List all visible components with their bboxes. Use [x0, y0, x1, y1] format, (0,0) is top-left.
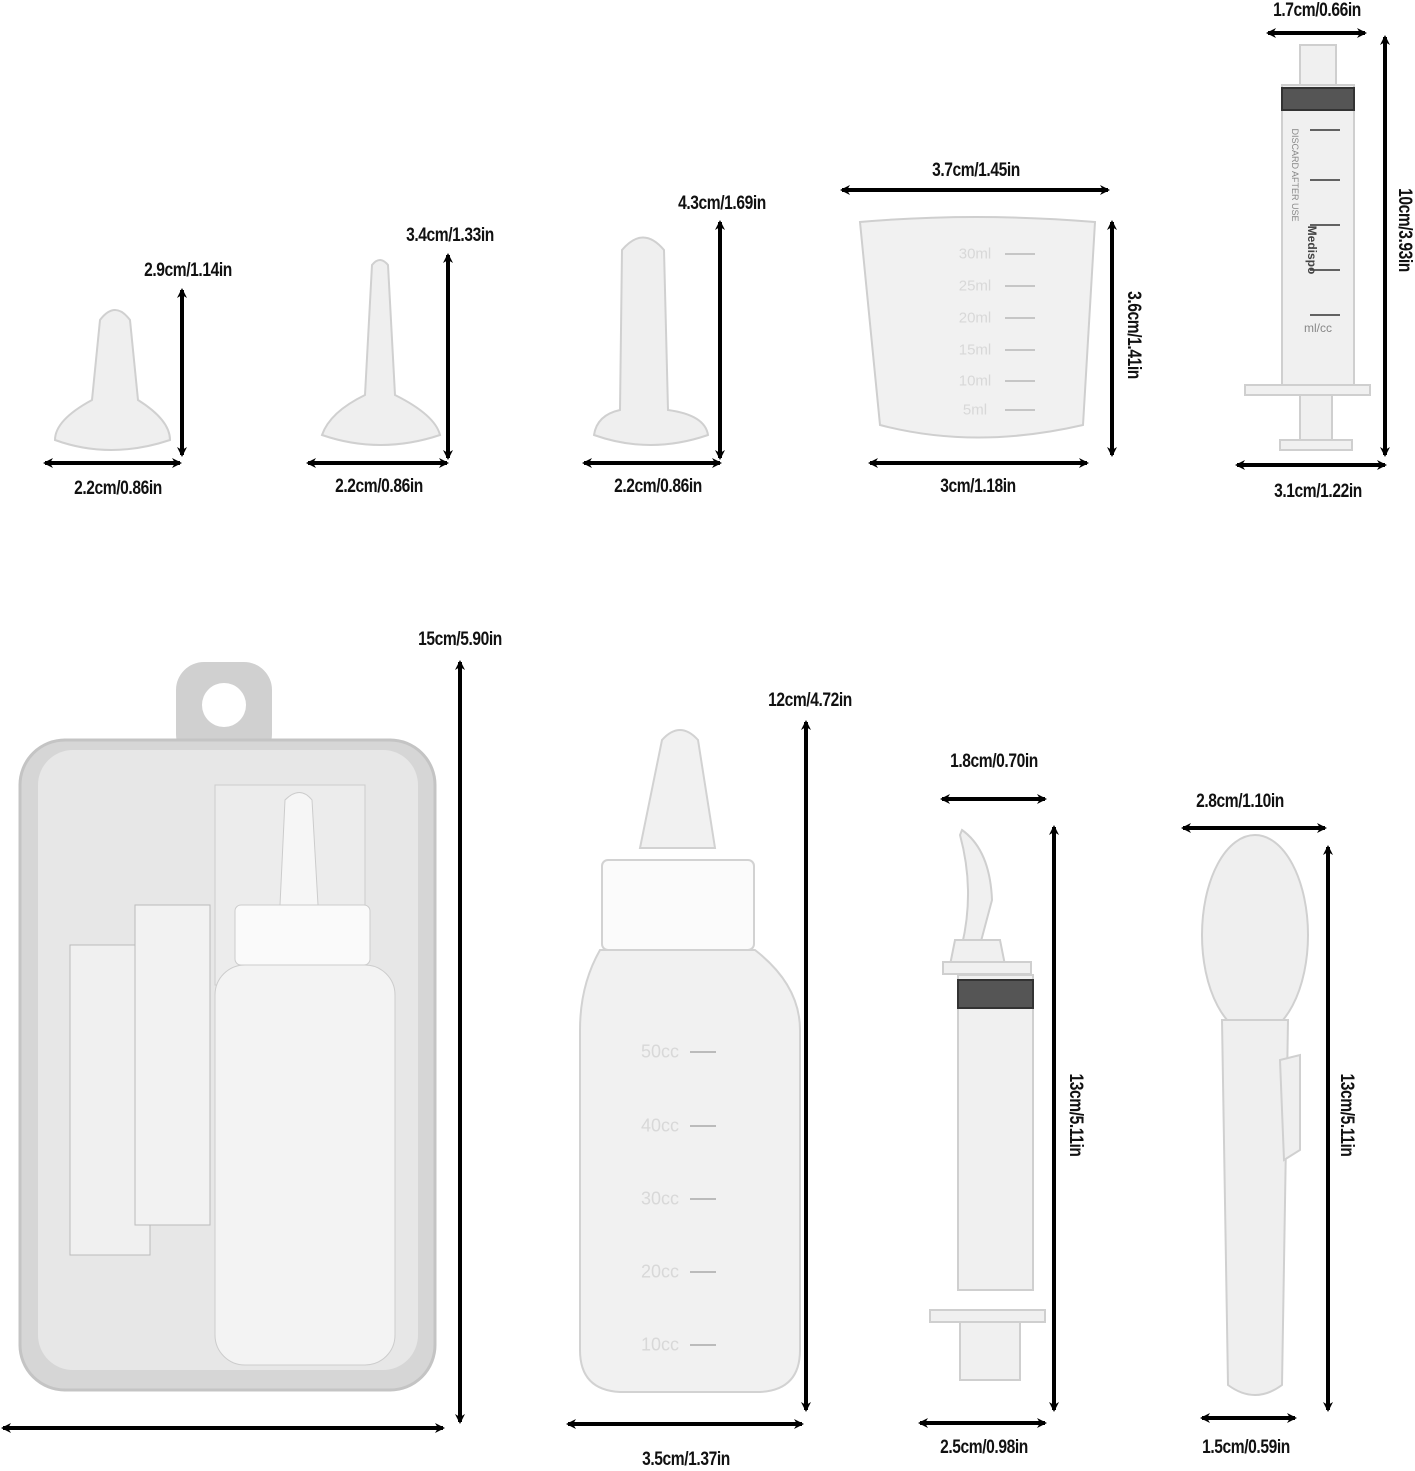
- spoon-width-label: 2.8cm/1.10in: [1196, 791, 1284, 812]
- syringe-flange-width-label: 3.1cm/1.22in: [1274, 481, 1362, 502]
- nipple-round-width-label: 2.2cm/0.86in: [614, 476, 702, 497]
- bottle-marking: 10cc: [640, 1334, 680, 1355]
- cup-marking: 15ml: [958, 341, 992, 359]
- cup-bottom-width-label: 3cm/1.18in: [940, 476, 1016, 497]
- cup-marking: 25ml: [958, 277, 992, 295]
- nipple-long-image: [320, 259, 442, 446]
- bottle-marking: 40cc: [640, 1115, 680, 1136]
- products: [18, 44, 1371, 1396]
- curved-syringe-tip-width-label: 1.8cm/0.70in: [950, 751, 1038, 772]
- bottle-height-label: 12cm/4.72in: [768, 690, 852, 711]
- case-height-label: 15cm/5.90in: [418, 629, 502, 650]
- cup-top-width-label: 3.7cm/1.45in: [932, 160, 1020, 181]
- syringe-unit: ml/cc: [1304, 321, 1332, 335]
- syringe-length-label: 10cm/3.93in: [1394, 188, 1415, 272]
- measuring-cup-image: [858, 216, 1097, 439]
- nipple-long-height-label: 3.4cm/1.33in: [406, 225, 494, 246]
- dimension-arrows: [1, 28, 1390, 1433]
- nipple-small-height-label: 2.9cm/1.14in: [144, 260, 232, 281]
- nipple-round-image: [592, 236, 710, 446]
- feeding-bottle-image: [579, 729, 801, 1393]
- nipple-small-image: [53, 309, 172, 451]
- curved-syringe-image: [929, 828, 1046, 1381]
- syringe-tip-width-label: 1.7cm/0.66in: [1273, 0, 1361, 21]
- curved-syringe-length-label: 13cm/5.11in: [1065, 1073, 1086, 1157]
- syringe-warning: DISCARD AFTER USE: [1290, 128, 1300, 222]
- syringe-brand: Medispo: [1305, 225, 1319, 275]
- storage-case-image: [18, 662, 437, 1392]
- spoon-length-label: 13cm/5.11in: [1336, 1073, 1357, 1157]
- bottle-marking: 20cc: [640, 1261, 680, 1282]
- cup-marking: 10ml: [958, 372, 992, 390]
- feeding-spoon-image: [1201, 834, 1309, 1396]
- curved-syringe-flange-width-label: 2.5cm/0.98in: [940, 1437, 1028, 1458]
- cup-marking: 30ml: [958, 245, 992, 263]
- bottle-marking: 50cc: [640, 1041, 680, 1062]
- cup-height-label: 3.6cm/1.41in: [1123, 291, 1144, 379]
- syringe-small-image: [1244, 44, 1371, 451]
- nipple-long-width-label: 2.2cm/0.86in: [335, 476, 423, 497]
- bottle-width-label: 3.5cm/1.37in: [642, 1449, 730, 1470]
- cup-marking: 5ml: [962, 401, 988, 419]
- spoon-handle-width-label: 1.5cm/0.59in: [1202, 1437, 1290, 1458]
- nipple-small-width-label: 2.2cm/0.86in: [74, 478, 162, 499]
- bottle-marking: 30cc: [640, 1188, 680, 1209]
- nipple-round-height-label: 4.3cm/1.69in: [678, 193, 766, 214]
- cup-marking: 20ml: [958, 309, 992, 327]
